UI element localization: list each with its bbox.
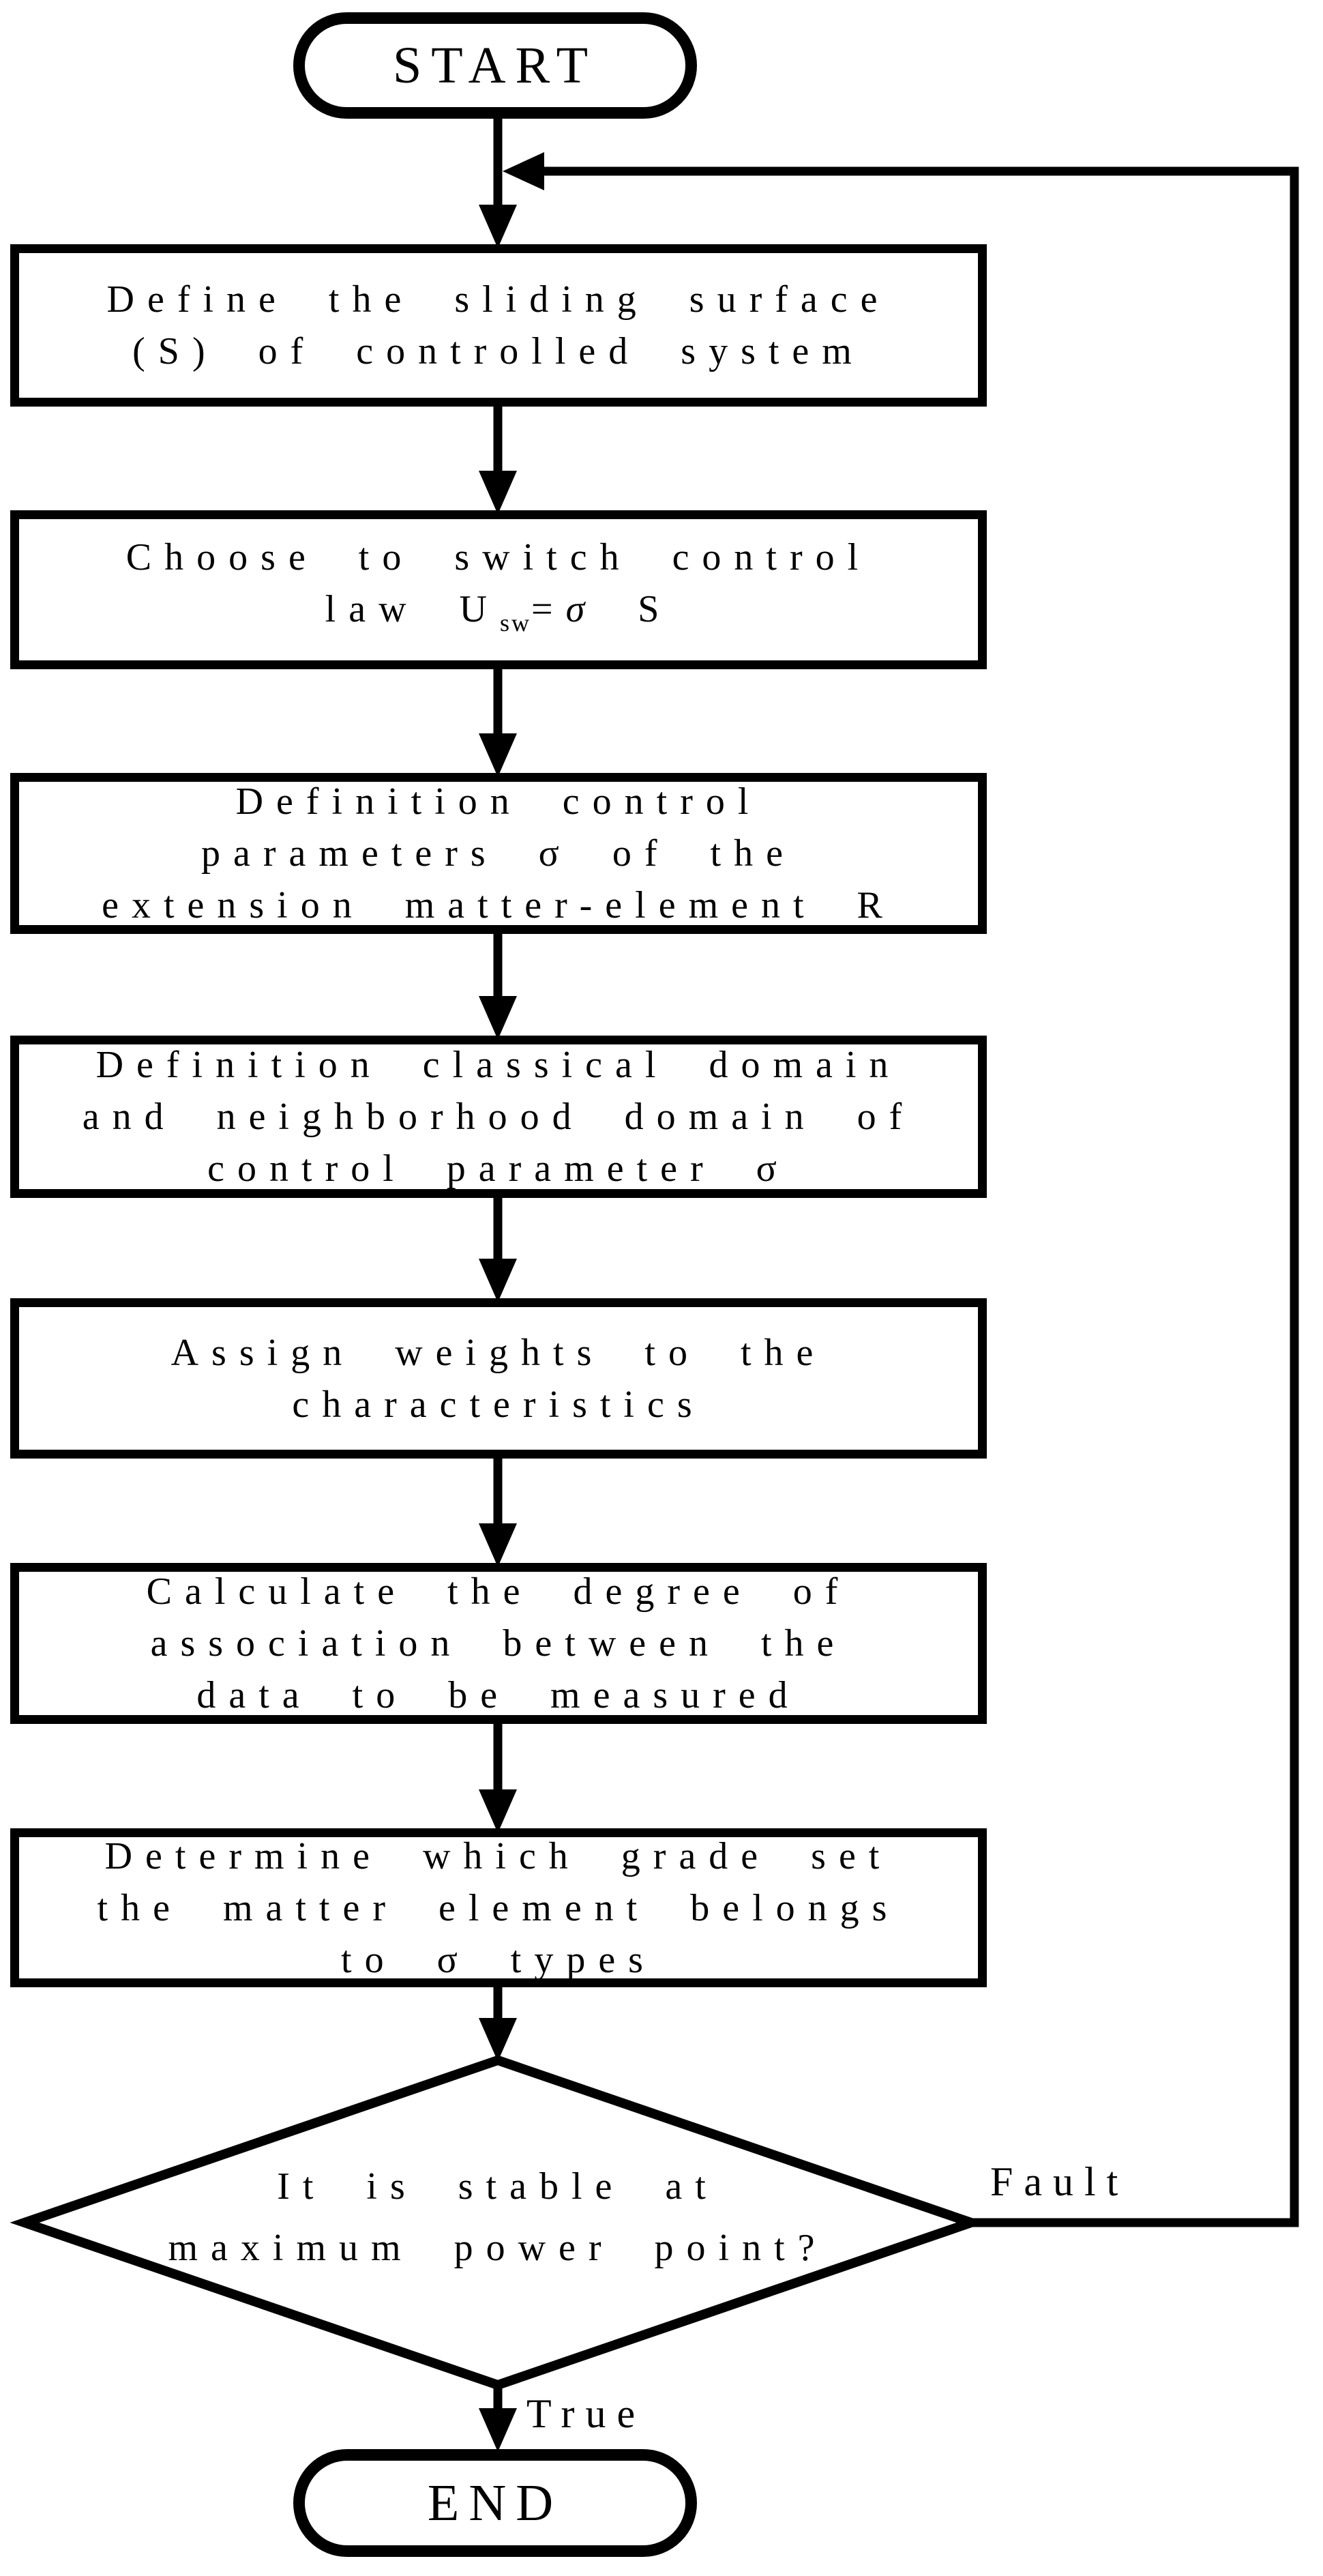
arrow-start-to-box1-head-icon (479, 205, 517, 248)
box-line: Define the sliding surface (106, 278, 891, 321)
process-box-definition-control-parameters: Definition control parameters σ of the e… (10, 773, 987, 934)
box-line: Assign weights to the (170, 1331, 827, 1374)
box-line: and neighborhood domain of (82, 1096, 915, 1138)
arrow-box4-to-box5-head-icon (479, 1259, 517, 1302)
arrow-decision-to-end-head-icon (479, 2408, 517, 2452)
box-line: characteristics (292, 1383, 705, 1426)
arrow-box5-to-box6-head-icon (479, 1523, 517, 1567)
process-box-determine-grade-set: Determine which grade set the matter ele… (10, 1828, 987, 1987)
box-line: parameters σ of the (201, 832, 796, 875)
arrow-box7-to-decision-head-icon (479, 2018, 517, 2062)
arrow-box1-to-box2-head-icon (479, 471, 517, 514)
start-node: START (293, 12, 697, 119)
process-box-choose-switch-control-law: Choose to switch control law Usw=σ S (10, 510, 987, 669)
box-line: Determine which grade set (104, 1834, 893, 1877)
end-label: END (427, 2474, 563, 2532)
box-line: control parameter σ (207, 1147, 790, 1190)
box-line: to σ types (341, 1938, 656, 1981)
decision-line: maximum power point? (168, 2227, 828, 2269)
box-line: data to be measured (196, 1674, 801, 1716)
formula-subscript: sw (499, 609, 531, 636)
fault-feedback-line (542, 166, 1299, 2227)
process-box-calculate-degree-association: Calculate the degree of association betw… (10, 1563, 987, 1724)
fault-feedback-arrowhead-icon (503, 152, 544, 190)
box-line: Choose to switch control (125, 536, 872, 579)
box-line: the matter element belongs (97, 1886, 900, 1929)
box-line: extension matter-element R (102, 884, 895, 926)
true-edge-label: True (526, 2391, 646, 2436)
box-line: association between the (150, 1622, 847, 1665)
arrow-box3-to-box4-head-icon (479, 996, 517, 1040)
process-box-define-sliding-surface: Define the sliding surface (S) of contro… (10, 244, 987, 407)
box-line: Definition classical domain (95, 1044, 902, 1086)
box-line: Calculate the degree of (146, 1570, 851, 1613)
formula-post: S (597, 587, 672, 630)
start-label: START (392, 36, 598, 94)
formula-sigma: σ (565, 587, 598, 630)
box-line: Definition control (235, 780, 762, 823)
fault-edge-label: Fault (990, 2159, 1129, 2204)
box-formula-line: law Usw=σ S (325, 583, 672, 649)
end-node: END (293, 2449, 697, 2557)
process-box-assign-weights: Assign weights to the characteristics (10, 1298, 987, 1459)
arrow-box6-to-box7-head-icon (479, 1789, 517, 1833)
decision-line: It is stable at (277, 2165, 719, 2208)
arrow-box2-to-box3-head-icon (479, 733, 517, 777)
decision-diamond-label: It is stable at maximum power point? (55, 2156, 941, 2279)
process-box-definition-domains: Definition classical domain and neighbor… (10, 1036, 987, 1198)
box-line: (S) of controlled system (132, 330, 865, 372)
formula-pre: law U (325, 587, 500, 630)
formula-equals: = (531, 587, 566, 630)
